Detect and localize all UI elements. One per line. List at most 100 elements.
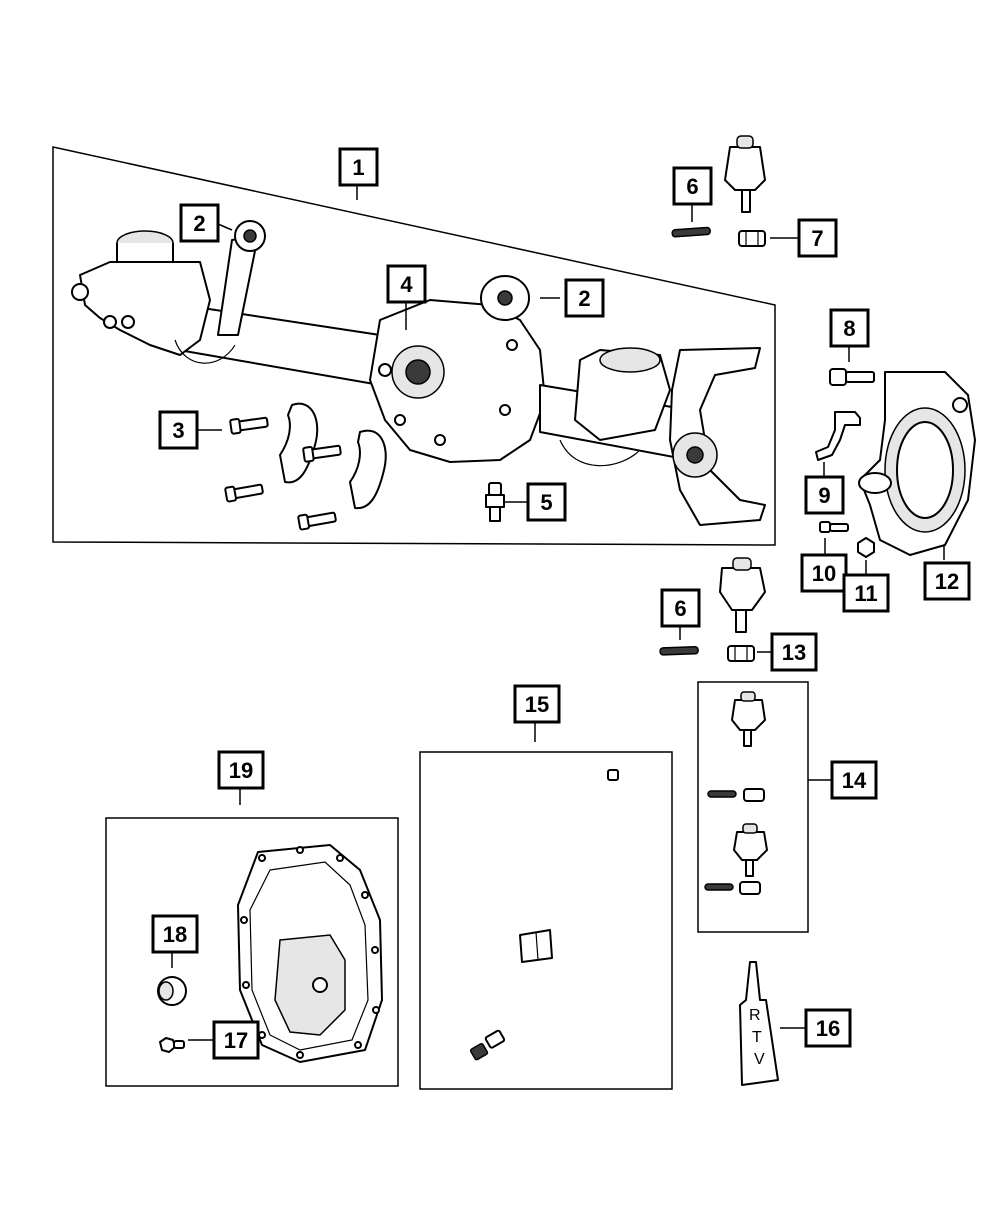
left-bracket-hole-2 [103, 315, 117, 329]
dipstick-tube-frame [419, 751, 673, 1090]
callout-13: 13 [770, 632, 818, 672]
right-hub-center [686, 446, 704, 464]
svg-text:2: 2 [193, 211, 205, 236]
cap-bolt-2 [302, 444, 342, 463]
svg-text:15: 15 [525, 692, 549, 717]
rtv-letter-v: V [754, 1051, 765, 1068]
fill-plug-item-18 [157, 976, 187, 1006]
right-brake-line [559, 439, 641, 467]
steering-knuckle [858, 371, 976, 556]
cotter-pin-upper [671, 226, 711, 238]
svg-text:9: 9 [818, 483, 830, 508]
callout-2b: 2 [564, 278, 605, 318]
cap-bolt-4 [297, 511, 337, 531]
bearing-cap-right [349, 429, 387, 510]
callout-16: 16 [804, 1008, 852, 1048]
callout-9: 9 [804, 475, 845, 515]
kit-ball-joint-lower [733, 823, 768, 877]
callout-17: 17 [212, 1020, 260, 1060]
svg-text:2: 2 [578, 286, 590, 311]
callout-6a: 6 [672, 166, 713, 206]
nut-item-11 [857, 537, 875, 558]
left-spring-seat-body [116, 243, 174, 263]
axle-housing-drawing [71, 220, 766, 526]
rtv-letter-t: T [752, 1029, 762, 1046]
bearing-cap-left [279, 402, 319, 484]
callout-10: 10 [800, 553, 848, 593]
callout-19: 19 [217, 750, 265, 790]
svg-text:1: 1 [352, 155, 364, 180]
axle-vent-fitting [485, 482, 505, 522]
svg-text:8: 8 [843, 316, 855, 341]
svg-text:10: 10 [812, 561, 836, 586]
cover-kit-frame [105, 817, 399, 1087]
kit-cotter-pin-1 [707, 790, 737, 798]
callout-4: 4 [386, 264, 427, 304]
left-brake-line [174, 339, 236, 364]
dipstick-clip [519, 929, 553, 963]
svg-text:17: 17 [224, 1028, 248, 1053]
callout-6b: 6 [660, 588, 701, 628]
dipstick-tube [469, 769, 622, 1061]
pinion-seal [405, 359, 431, 385]
svg-text:7: 7 [811, 226, 823, 251]
svg-text:4: 4 [400, 272, 413, 297]
housing-bolt-5 [506, 339, 518, 351]
callout-14: 14 [830, 760, 878, 800]
callout-1: 1 [338, 147, 379, 187]
kit-ball-joint-upper [731, 691, 766, 747]
cap-bolt-3 [224, 483, 264, 503]
callout-7: 7 [797, 218, 838, 258]
callout-3: 3 [158, 410, 199, 450]
svg-text:18: 18 [163, 922, 187, 947]
axle-assembly-frame [52, 146, 776, 546]
cover-bolt-item-17 [159, 1037, 185, 1053]
left-bracket-hole-3 [121, 315, 135, 329]
rtv-sealant-tube: R T V [739, 961, 779, 1086]
callout-15: 15 [513, 684, 561, 724]
housing-bolt-4 [499, 404, 511, 416]
upper-ball-joint [724, 135, 766, 213]
bearing-caps-and-bolts [224, 402, 387, 531]
dipstick-fitting [469, 1029, 506, 1061]
lower-ball-joint [719, 557, 766, 633]
ball-joint-kit-frame [697, 681, 809, 933]
callout-11: 11 [842, 573, 890, 613]
svg-text:19: 19 [229, 758, 253, 783]
housing-bolt-1 [378, 363, 392, 377]
svg-text:3: 3 [172, 418, 184, 443]
svg-text:14: 14 [842, 768, 867, 793]
housing-bolt-3 [434, 434, 446, 446]
cotter-pin-lower [659, 646, 699, 656]
cap-bolt-1 [229, 416, 269, 435]
svg-text:6: 6 [674, 596, 686, 621]
kit-nut-1 [743, 788, 765, 802]
right-axle-yoke [669, 347, 766, 526]
svg-text:5: 5 [540, 490, 552, 515]
callout-5: 5 [526, 482, 567, 522]
left-bracket-hole [71, 283, 89, 301]
castle-nut-lower [727, 645, 755, 662]
leader-2a [217, 223, 233, 231]
callout-8: 8 [829, 308, 870, 348]
callout-12: 12 [923, 561, 971, 601]
kit-cotter-pin-2 [704, 883, 734, 891]
bracket-item-9 [815, 411, 861, 461]
svg-text:6: 6 [686, 174, 698, 199]
left-spring-bracket [79, 261, 211, 356]
callout-18: 18 [151, 914, 199, 954]
knuckle-bolt [829, 368, 875, 386]
right-spring-seat [599, 347, 661, 373]
rtv-letter-r: R [749, 1007, 761, 1024]
svg-text:11: 11 [854, 581, 877, 606]
right-link-bushing-center [497, 290, 513, 306]
left-link-bushing-center [243, 229, 257, 243]
differential-cover [237, 844, 383, 1063]
svg-text:16: 16 [816, 1016, 840, 1041]
svg-text:13: 13 [782, 640, 806, 665]
kit-nut-2 [739, 881, 761, 895]
callout-2a: 2 [179, 203, 220, 243]
bolt-item-10 [819, 521, 849, 533]
housing-bolt-2 [394, 414, 406, 426]
